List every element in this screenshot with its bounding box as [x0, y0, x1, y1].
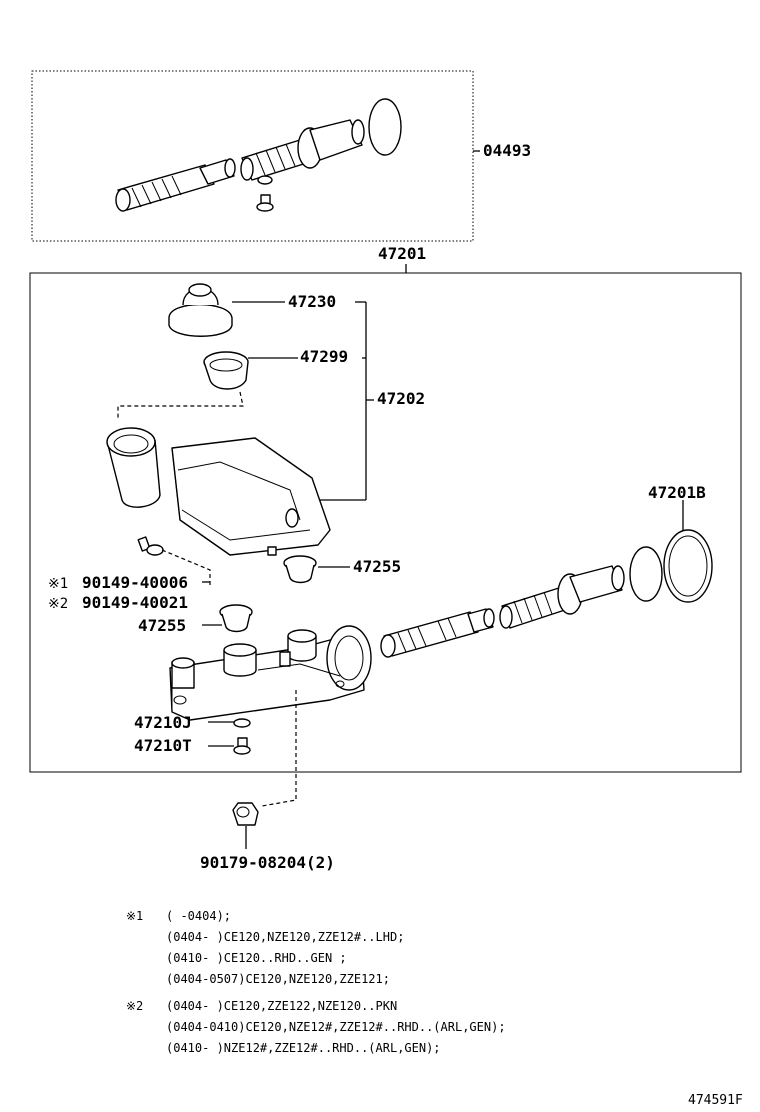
- kit-gasket: [257, 175, 273, 185]
- assy-47201-label: 47201: [378, 244, 426, 263]
- strainer-47299-label: 47299: [300, 347, 348, 366]
- kit-stop-bolt: [256, 194, 274, 212]
- kit-04493-box: 04493: [31, 70, 531, 242]
- reservoir-bracket-line: 47202: [316, 301, 425, 501]
- note-2-mark: ※2: [126, 999, 143, 1013]
- reservoir-strainer: 47299: [203, 347, 348, 390]
- grommet-left: 47255: [138, 604, 253, 635]
- grommet-right-label: 47255: [353, 557, 401, 576]
- gasket-47210J: 47210J: [134, 713, 251, 732]
- cap-47230-label: 47230: [288, 292, 336, 311]
- master-cylinder-body: [169, 625, 372, 721]
- grommet-right: 47255: [283, 555, 401, 584]
- note-2-line-3: (0410- )NZE12#,ZZE12#..RHD..(ARL,GEN);: [166, 1041, 441, 1055]
- oring-47201B-label: 47201B: [648, 483, 706, 502]
- screw-90149-40021-label: 90149-40021: [82, 593, 188, 612]
- gasket-47210J-label: 47210J: [134, 713, 192, 732]
- kit-oring: [368, 98, 402, 156]
- note-1-line-4: (0404-0507)CE120,NZE120,ZZE121;: [166, 972, 390, 986]
- figure-id: 474591F: [688, 1093, 743, 1108]
- screw-90149-40006-label: 90149-40006: [82, 573, 188, 592]
- assembly-piston-secondary: [380, 608, 495, 658]
- reservoir-screw: [137, 536, 211, 585]
- note-2-block: ※2 (0404- )CE120,ZZE122,NZE120..PKN (040…: [126, 999, 506, 1055]
- note-1-line-2: (0404- )CE120,NZE120,ZZE12#..LHD;: [166, 930, 404, 944]
- note-1-block: ※1 ( -0404); (0404- )CE120,NZE120,ZZE12#…: [126, 909, 404, 986]
- svg-text:※2: ※2: [48, 596, 68, 612]
- note-2-line-2: (0404-0410)CE120,NZE12#,ZZE12#..RHD..(AR…: [166, 1020, 506, 1034]
- reservoir-tank: [106, 427, 331, 556]
- oring-47201B: 47201B: [648, 483, 713, 603]
- union-90179-label: 90179-08204(2): [200, 853, 335, 872]
- kit-piston-primary: [240, 119, 365, 181]
- assembly-oring-small: [629, 546, 663, 602]
- assembly-piston-primary: [499, 565, 625, 629]
- note-1-line-1: ( -0404);: [166, 909, 231, 923]
- screw-callout-1: ※1 90149-40006: [48, 573, 188, 592]
- union-90179: 90179-08204(2): [200, 802, 335, 872]
- note-2-line-1: (0404- )CE120,ZZE122,NZE120..PKN: [166, 999, 397, 1013]
- reservoir-47202-label: 47202: [377, 389, 425, 408]
- note-1-mark: ※1: [126, 909, 143, 923]
- kit-piston-secondary: [115, 158, 236, 212]
- svg-text:※1: ※1: [48, 576, 68, 592]
- plug-47210T-label: 47210T: [134, 736, 192, 755]
- screw-callout-2: ※2 90149-40021: [48, 593, 188, 612]
- plug-47210T: 47210T: [134, 736, 251, 755]
- assembly-47201-box: 47201: [29, 244, 742, 773]
- reservoir-cap: 47230: [168, 283, 336, 337]
- kit-04493-label: 04493: [483, 141, 531, 160]
- note-1-line-3: (0410- )CE120..RHD..GEN ;: [166, 951, 347, 965]
- grommet-left-label: 47255: [138, 616, 186, 635]
